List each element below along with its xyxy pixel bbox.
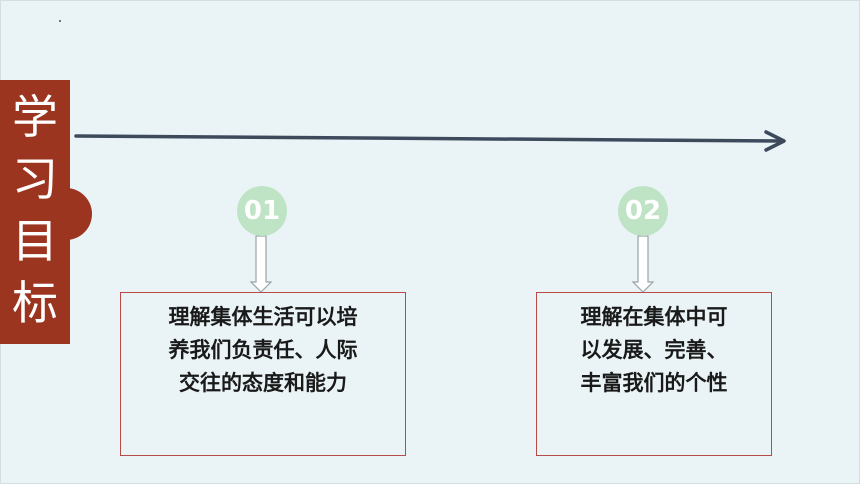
corner-dot bbox=[59, 20, 61, 22]
side-tab bbox=[0, 80, 70, 344]
side-tab-char: 习 bbox=[12, 152, 58, 206]
goal-number-badge-1: 01 bbox=[237, 186, 287, 236]
goal-1-line: 交往的态度和能力 bbox=[179, 371, 347, 395]
side-tab-title: 学 习 目 标 bbox=[0, 86, 70, 334]
down-arrow-1 bbox=[249, 235, 273, 293]
goal-2-line: 理解在集体中可 bbox=[580, 305, 728, 329]
timeline-arrow-line bbox=[74, 134, 784, 143]
goal-box-1: 理解集体生活可以培 养我们负责任、人际 交往的态度和能力 bbox=[120, 292, 406, 456]
down-arrow-2 bbox=[631, 235, 655, 293]
side-tab-char: 标 bbox=[12, 276, 58, 330]
goal-2-line: 以发展、完善、 bbox=[580, 338, 728, 362]
goal-box-2: 理解在集体中可 以发展、完善、 丰富我们的个性 bbox=[536, 292, 772, 456]
goal-number-badge-2: 02 bbox=[618, 186, 668, 236]
timeline-arrow-head bbox=[764, 130, 786, 152]
goal-1-line: 理解集体生活可以培 bbox=[168, 305, 358, 329]
goal-2-line: 丰富我们的个性 bbox=[580, 371, 728, 395]
side-tab-char: 学 bbox=[12, 90, 58, 144]
side-tab-char: 目 bbox=[12, 214, 58, 268]
goal-1-line: 养我们负责任、人际 bbox=[168, 338, 358, 362]
